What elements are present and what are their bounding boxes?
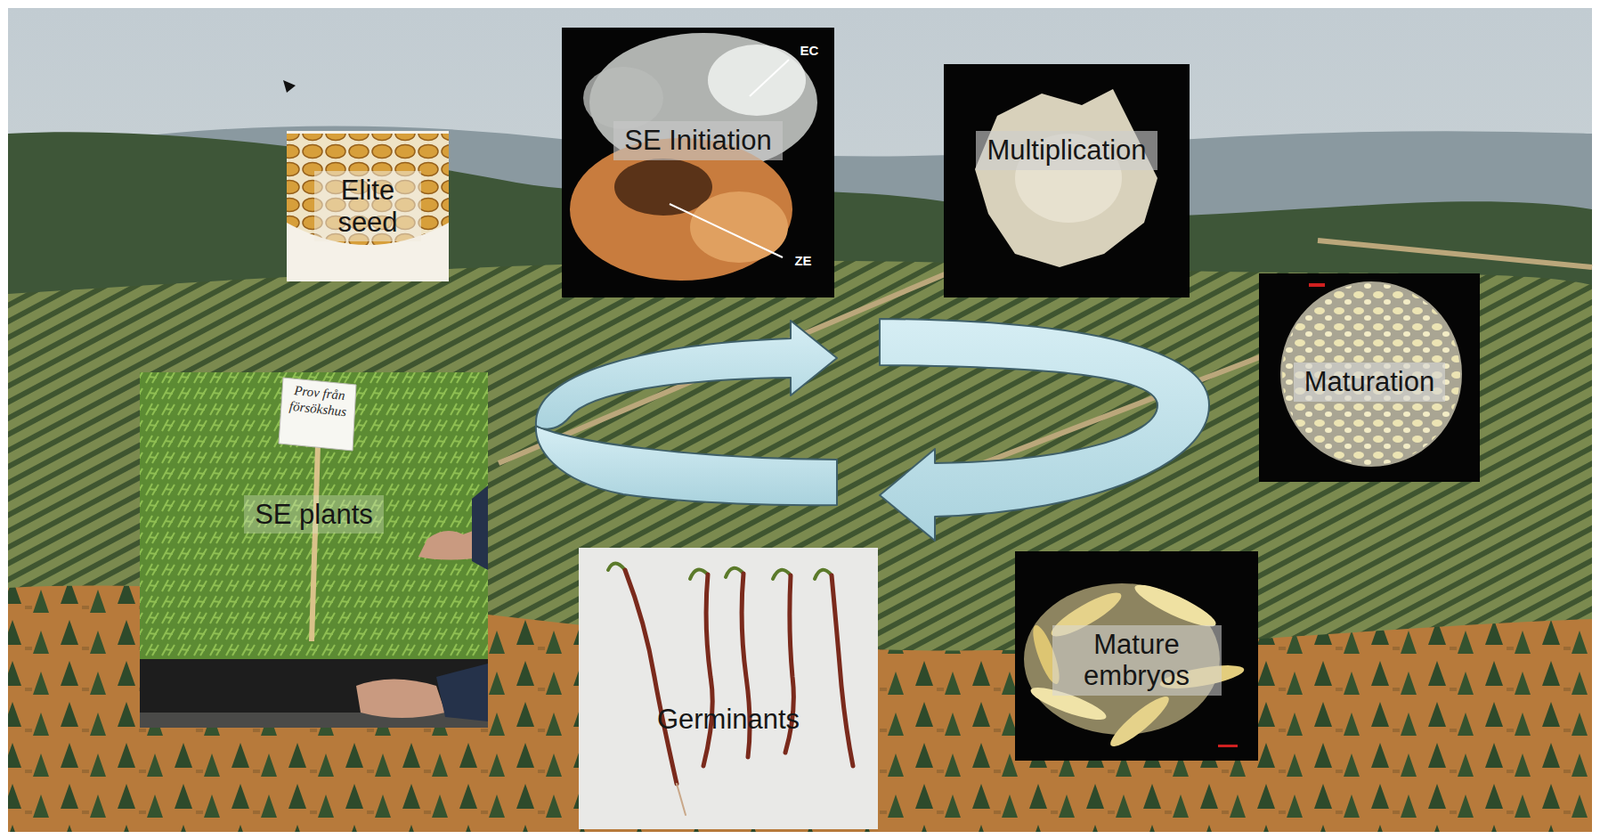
- maturation-photo: [1258, 273, 1480, 482]
- landscape-photo: [8, 8, 1592, 832]
- marker: [283, 80, 296, 93]
- seedling-stem: [703, 574, 713, 766]
- sky: [8, 8, 1592, 832]
- panel-label: Maturation: [1293, 362, 1446, 402]
- cycle-arrow-tail: [536, 425, 837, 505]
- image-panel: Maturation: [1258, 273, 1480, 482]
- image-panel: Elite seed: [286, 130, 449, 282]
- seeds: [286, 133, 449, 245]
- germinants-photo: [578, 547, 878, 829]
- panel-label: SE Initiation: [613, 121, 782, 161]
- seedling-canopy: [139, 372, 488, 728]
- initiation-photo: [561, 27, 835, 298]
- callout-label: ZE: [785, 252, 821, 269]
- zygotic-embryo-core: [614, 158, 713, 216]
- seedling-top: [690, 569, 708, 579]
- photo-ground: [1258, 273, 1480, 482]
- panel-label: Multiplication: [975, 130, 1157, 171]
- sign-stick: [311, 445, 318, 642]
- cycle-arrow-head: [536, 320, 837, 430]
- panel-label: Germinants: [646, 699, 811, 740]
- callout-label: EC: [791, 42, 828, 59]
- sign-card: [278, 377, 357, 451]
- scale-bar: [1308, 283, 1325, 287]
- cycle-arrow-head: [879, 318, 1210, 541]
- plants-photo: [139, 372, 488, 728]
- image-panel: Germinants: [578, 547, 878, 829]
- callus: [707, 44, 806, 116]
- panel-label: SE plants: [243, 495, 384, 535]
- sleeve: [436, 663, 488, 722]
- callus: [583, 66, 664, 130]
- maturing-culture: [1280, 281, 1462, 467]
- image-panel: SE plants: [139, 372, 488, 728]
- photo-ground: [1015, 551, 1259, 761]
- panel-label: Mature embryos: [1052, 625, 1222, 696]
- multiplication-photo: [943, 64, 1190, 298]
- sleeve: [471, 485, 488, 570]
- panel-label: Elite seed: [314, 170, 422, 242]
- seed-photo: [286, 130, 449, 282]
- image-panel: Multiplication: [943, 64, 1190, 298]
- plantation-field: [8, 260, 1592, 832]
- photo-ground: [561, 27, 835, 298]
- maturing-embryos: [1282, 283, 1461, 465]
- image-panel: Mature embryos: [1015, 551, 1259, 761]
- seedling-stem: [625, 569, 677, 784]
- photo-ground: [286, 130, 449, 282]
- image-panel: SE Initiation: [561, 27, 835, 298]
- photo-ground: [578, 547, 878, 829]
- embryogenic-mass: [974, 89, 1158, 268]
- leader-line: [749, 59, 789, 97]
- cycle-arrow: [536, 318, 1210, 541]
- scale-bar: [1218, 744, 1238, 748]
- sign-text: Prov från försökshus: [281, 381, 356, 421]
- mature-embryos-photo: [1015, 551, 1259, 761]
- photo-ground: [943, 64, 1190, 298]
- seedling-top: [725, 568, 744, 577]
- hand: [356, 679, 446, 719]
- seedling-top: [608, 563, 626, 571]
- embryo: [1104, 690, 1174, 752]
- seedling-top: [814, 569, 832, 579]
- seedling-root: [676, 783, 686, 815]
- seedling-top: [772, 569, 791, 579]
- leader-line: [669, 203, 783, 258]
- seedling-stem: [831, 575, 853, 766]
- ground: [139, 712, 488, 728]
